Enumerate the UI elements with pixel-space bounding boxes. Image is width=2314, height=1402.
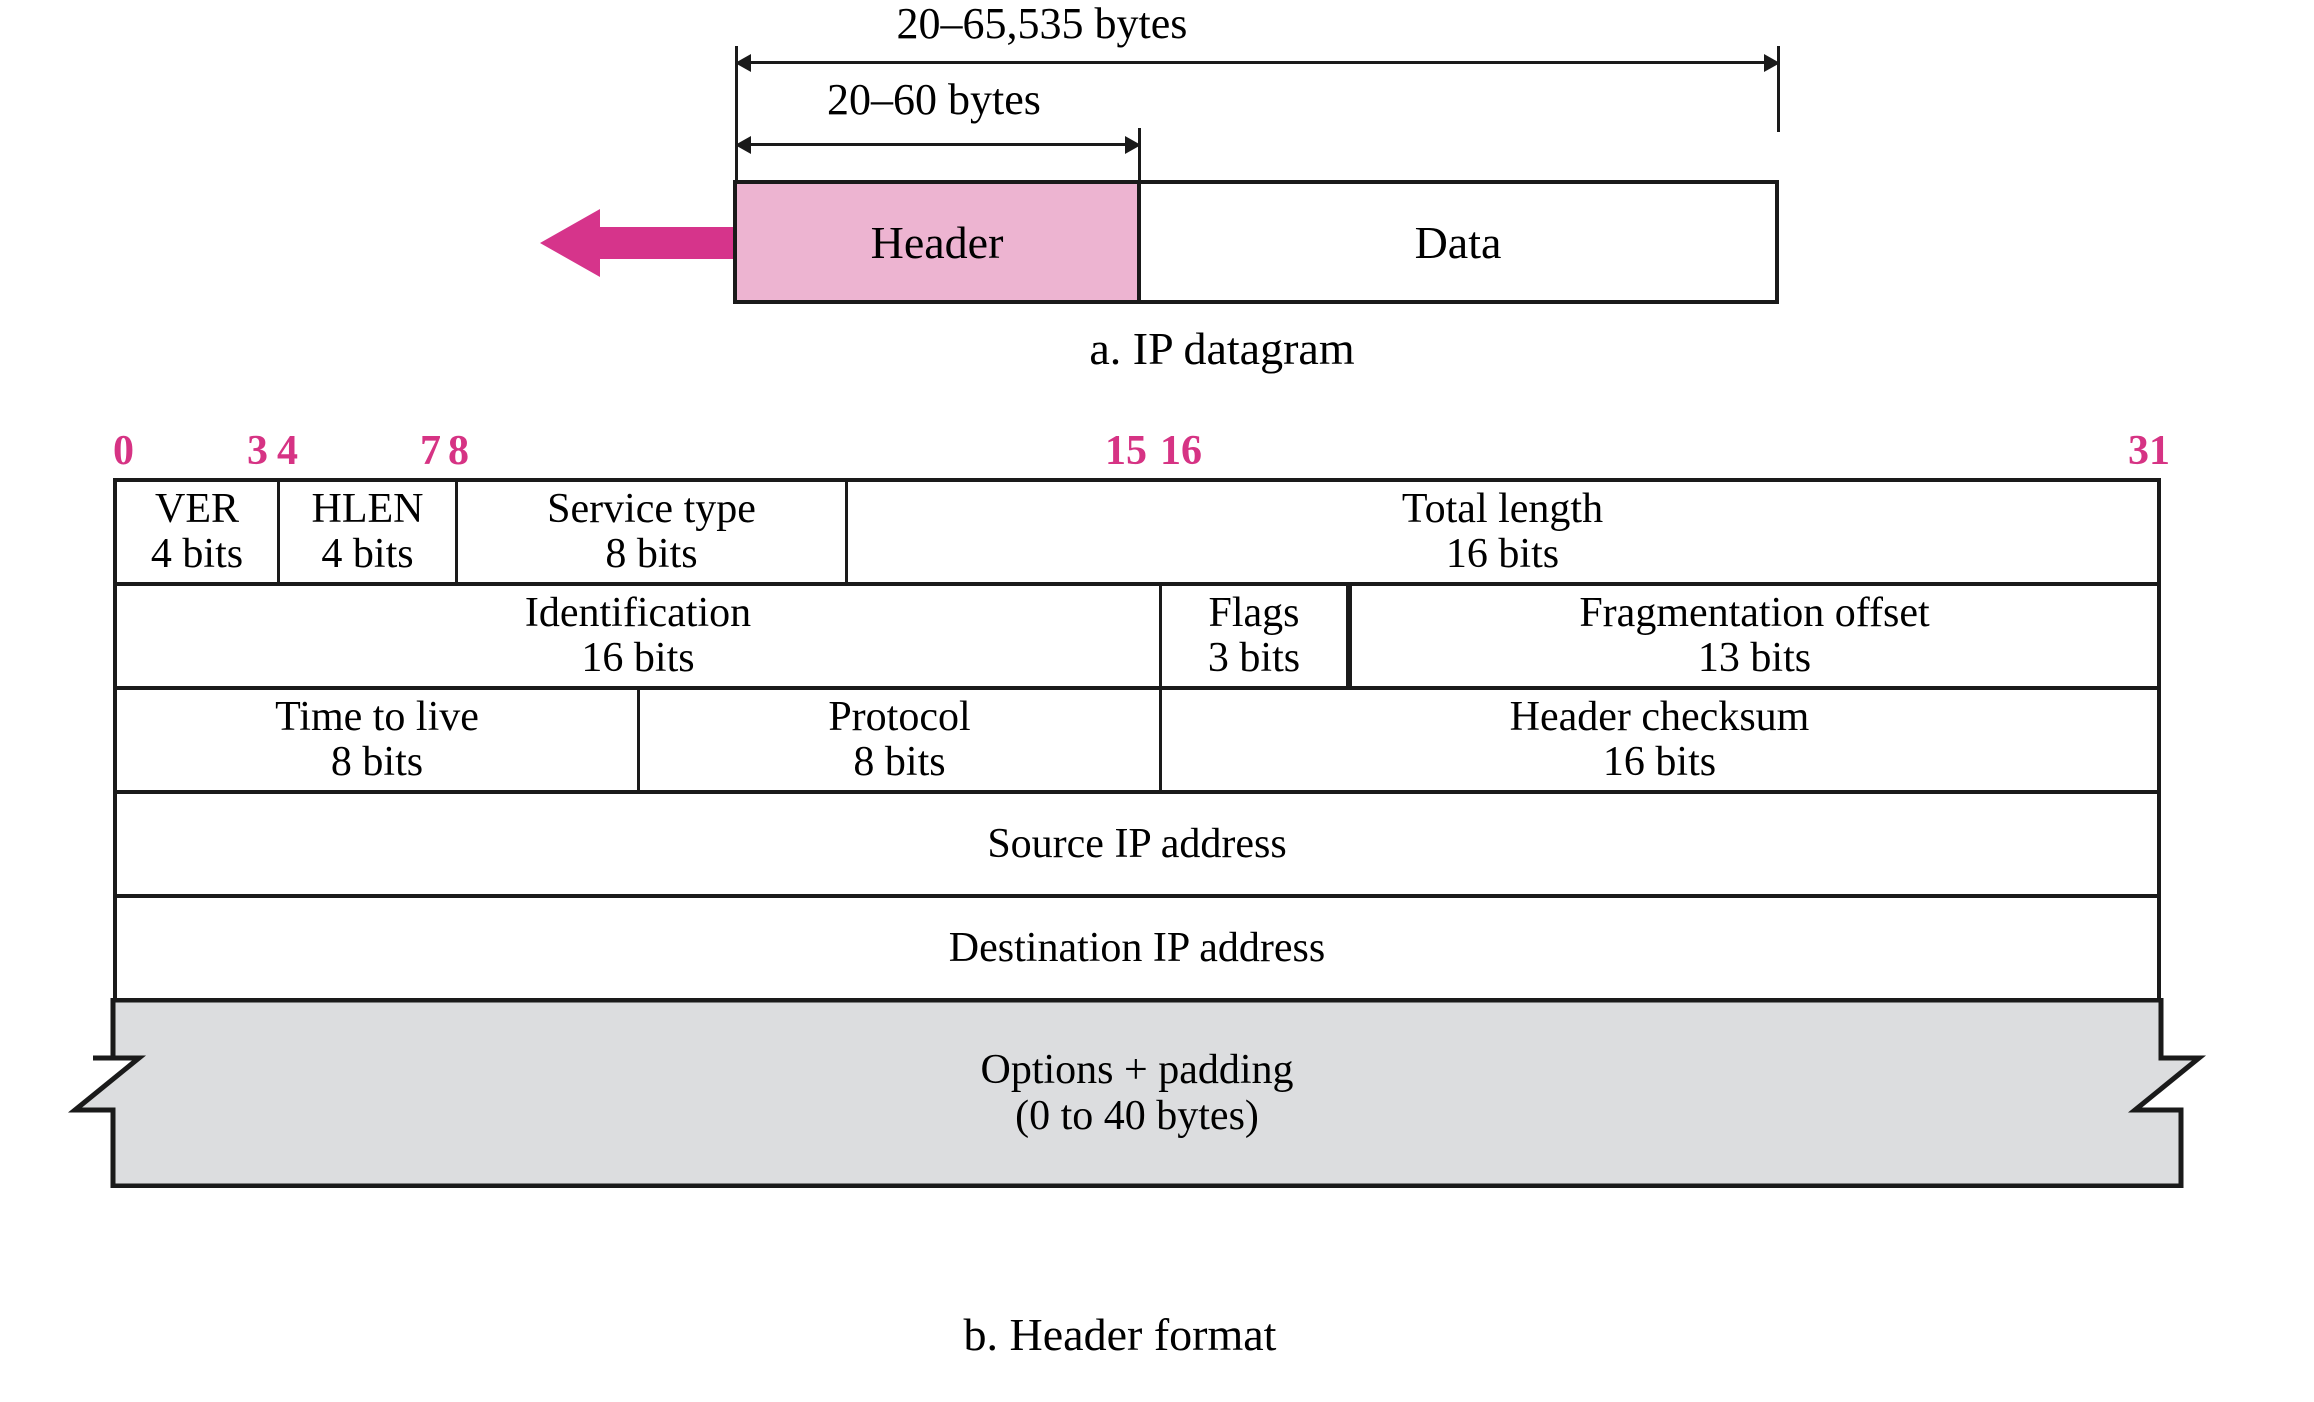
total-length-arrow-icon: [735, 50, 1780, 74]
datagram-data-cell: Data: [1141, 184, 1775, 300]
bit-label-3: 3: [247, 428, 268, 474]
header-row-1: VER 4 bits HLEN 4 bits Service type 8 bi…: [117, 482, 2157, 586]
field-title: Destination IP address: [948, 924, 1326, 971]
header-row-3: Time to live 8 bits Protocol 8 bits Head…: [117, 690, 2157, 794]
arrowhead-right-icon: [1764, 54, 1780, 72]
field-source-ip-address: Source IP address: [117, 794, 2157, 894]
total-length-measure-label: 20–65,535 bytes: [896, 0, 1188, 48]
ip-datagram-box: Header Data: [733, 180, 1779, 304]
arrowhead-left-icon: [735, 54, 751, 72]
field-size: 8 bits: [330, 739, 424, 785]
header-length-measure-label: 20–60 bytes: [827, 75, 1041, 124]
bit-label-4: 4: [277, 428, 298, 474]
field-title: VER: [155, 486, 239, 533]
field-size: 16 bits: [1602, 739, 1717, 785]
field-options-padding: Options + padding (0 to 40 bytes): [67, 998, 2207, 1188]
ip-header-table: VER 4 bits HLEN 4 bits Service type 8 bi…: [113, 478, 2161, 1002]
ip-datagram-figure: 20–65,535 bytes 20–60 bytes Header Data …: [0, 0, 2314, 380]
field-title: Flags: [1208, 590, 1300, 637]
arrowhead-right-icon: [1125, 136, 1141, 154]
field-destination-ip-address: Destination IP address: [117, 898, 2157, 998]
field-header-checksum: Header checksum 16 bits: [1159, 690, 2157, 790]
field-title: Fragmentation offset: [1579, 590, 1930, 637]
arrowhead-left-icon: [735, 136, 751, 154]
flow-direction-arrow-icon: [540, 209, 740, 277]
options-torn-edge-shape: [67, 998, 2207, 1188]
field-hlen: HLEN 4 bits: [277, 482, 455, 582]
measure-tick-middle: [1138, 128, 1141, 188]
field-total-length: Total length 16 bits: [845, 482, 2157, 582]
field-service-type: Service type 8 bits: [455, 482, 845, 582]
bit-label-8: 8: [448, 428, 469, 474]
field-size: 8 bits: [605, 531, 698, 577]
field-title: Time to live: [275, 694, 479, 741]
header-row-5: Destination IP address: [117, 898, 2157, 1002]
field-size: 16 bits: [581, 635, 695, 681]
field-title: Header checksum: [1509, 694, 1810, 741]
field-ver: VER 4 bits: [117, 482, 277, 582]
field-fragmentation-offset: Fragmentation offset 13 bits: [1349, 586, 2157, 686]
bit-label-7: 7: [420, 428, 441, 474]
field-time-to-live: Time to live 8 bits: [117, 690, 637, 790]
field-title: Source IP address: [987, 820, 1287, 867]
field-title: HLEN: [311, 486, 424, 533]
field-title: Protocol: [828, 694, 971, 741]
bit-label-15: 15: [1105, 428, 1147, 474]
bit-label-31: 31: [2128, 428, 2170, 474]
arrow-shaft: [747, 61, 1768, 64]
datagram-data-label: Data: [1414, 216, 1502, 268]
field-title: Service type: [547, 486, 756, 533]
datagram-header-label: Header: [870, 216, 1004, 268]
part-a-caption: a. IP datagram: [1089, 323, 1355, 374]
field-size: 13 bits: [1697, 635, 1812, 681]
field-size: 4 bits: [150, 531, 244, 577]
part-b-caption: b. Header format: [963, 1309, 1277, 1360]
bit-label-16: 16: [1160, 428, 1202, 474]
field-protocol: Protocol 8 bits: [637, 690, 1159, 790]
field-size: 4 bits: [321, 531, 414, 577]
field-title: Identification: [524, 590, 752, 637]
header-row-2: Identification 16 bits Flags 3 bits Frag…: [117, 586, 2157, 690]
arrow-shaft: [747, 143, 1129, 146]
measure-tick-left: [735, 46, 738, 182]
measure-tick-right: [1777, 46, 1780, 132]
field-size: 3 bits: [1207, 635, 1301, 681]
bit-label-0: 0: [113, 428, 134, 474]
header-row-4: Source IP address: [117, 794, 2157, 898]
datagram-header-cell: Header: [737, 184, 1141, 300]
header-length-arrow-icon: [735, 132, 1141, 156]
field-size: 8 bits: [853, 739, 946, 785]
field-title: Total length: [1401, 486, 1604, 533]
field-size: 16 bits: [1445, 531, 1560, 577]
field-identification: Identification 16 bits: [117, 586, 1159, 686]
field-flags: Flags 3 bits: [1159, 586, 1349, 686]
